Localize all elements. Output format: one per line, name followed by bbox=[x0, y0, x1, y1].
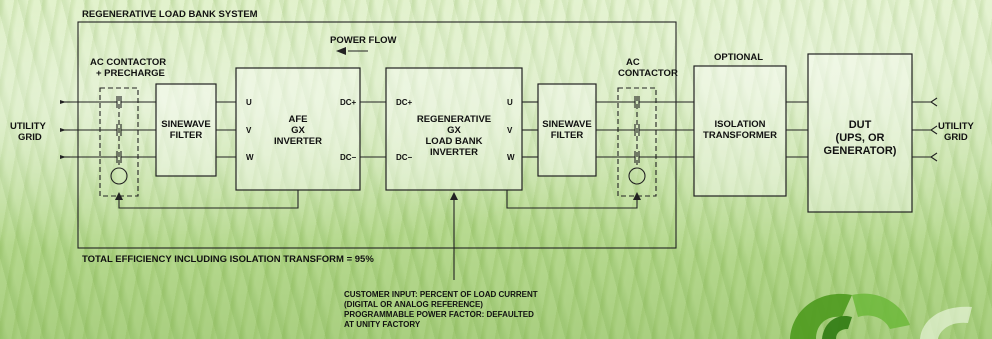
right-grid-label-2: GRID bbox=[944, 132, 968, 143]
sinewave-filter-left-label-1: SINEWAVE bbox=[161, 119, 210, 130]
ac-contactor-left-label-1: AC CONTACTOR bbox=[90, 57, 166, 68]
power-flow-label: POWER FLOW bbox=[330, 35, 397, 46]
power-flow-arrow-icon bbox=[336, 47, 368, 55]
right-feedback-line bbox=[506, 190, 638, 209]
right-grid-terminals bbox=[930, 97, 938, 162]
ac-contactor-left-label-2: + PRECHARGE bbox=[96, 68, 165, 79]
regen-inverter-box bbox=[385, 67, 523, 191]
left-grid-label-1: UTILITY bbox=[10, 121, 47, 132]
dut-box bbox=[807, 53, 913, 213]
sinewave-filter-left bbox=[155, 83, 217, 177]
customer-input-line-2: (DIGITAL OR ANALOG REFERENCE) bbox=[344, 300, 483, 309]
afe-phase-u: U bbox=[246, 98, 252, 107]
dut-label-2: (UPS, OR bbox=[836, 132, 885, 144]
afe-inverter-label-2: GX bbox=[291, 125, 305, 136]
afe-dc-minus: DC− bbox=[340, 153, 357, 162]
regen-phase-w: W bbox=[507, 153, 515, 162]
left-feedback-line bbox=[118, 190, 299, 209]
afe-phase-w: W bbox=[246, 153, 254, 162]
customer-input-line-1: CUSTOMER INPUT: PERCENT OF LOAD CURRENT bbox=[344, 290, 538, 299]
customer-input-arrow-icon bbox=[450, 192, 458, 200]
afe-phase-v: V bbox=[246, 126, 252, 135]
sinewave-filter-left-label-2: FILTER bbox=[170, 130, 203, 141]
afe-dc-plus: DC+ bbox=[340, 98, 357, 107]
dut-label-1: DUT bbox=[849, 119, 872, 131]
isolation-transformer-box bbox=[693, 65, 787, 197]
optional-label: OPTIONAL bbox=[714, 52, 763, 63]
regen-inverter-label-1: REGENERATIVE bbox=[417, 114, 491, 125]
corner-logo-icon bbox=[790, 293, 972, 339]
afe-inverter-label-3: INVERTER bbox=[274, 136, 322, 147]
sinewave-filter-right bbox=[537, 83, 597, 177]
sinewave-filter-right-label-2: FILTER bbox=[551, 130, 584, 141]
left-grid-terminals bbox=[60, 100, 70, 159]
regen-phase-v: V bbox=[507, 126, 513, 135]
afe-inverter-box bbox=[235, 67, 361, 191]
ac-contactor-right-label-1: AC bbox=[626, 57, 640, 68]
system-boundary bbox=[77, 21, 677, 249]
customer-input-line-3: PROGRAMMABLE POWER FACTOR: DEFAULTED bbox=[344, 310, 534, 319]
customer-input-line-4: AT UNITY FACTORY bbox=[344, 320, 421, 329]
system-title: REGENERATIVE LOAD BANK SYSTEM bbox=[82, 9, 258, 20]
regen-dc-plus: DC+ bbox=[396, 98, 413, 107]
right-grid-label-1: UTILITY bbox=[938, 121, 975, 132]
isolation-transformer-label-1: ISOLATION bbox=[714, 119, 765, 130]
regen-inverter-label-2: GX bbox=[447, 125, 461, 136]
efficiency-note: TOTAL EFFICIENCY INCLUDING ISOLATION TRA… bbox=[82, 254, 374, 265]
contactor-switch-icon bbox=[618, 96, 656, 185]
afe-inverter-label-1: AFE bbox=[289, 114, 308, 125]
dut-label-3: GENERATOR) bbox=[824, 145, 897, 157]
regen-dc-minus: DC− bbox=[396, 153, 413, 162]
isolation-transformer-label-2: TRANSFORMER bbox=[703, 130, 777, 141]
sinewave-filter-right-label-1: SINEWAVE bbox=[542, 119, 591, 130]
regen-phase-u: U bbox=[507, 98, 513, 107]
contactor-switch-icon bbox=[110, 96, 138, 185]
regen-inverter-label-3: LOAD BANK bbox=[426, 136, 483, 147]
ac-contactor-right-label-2: CONTACTOR bbox=[618, 68, 678, 79]
left-feedback-arrow-icon bbox=[115, 192, 123, 200]
regen-inverter-label-4: INVERTER bbox=[430, 147, 478, 158]
right-feedback-arrow-icon bbox=[633, 192, 641, 200]
left-grid-label-2: GRID bbox=[18, 132, 42, 143]
